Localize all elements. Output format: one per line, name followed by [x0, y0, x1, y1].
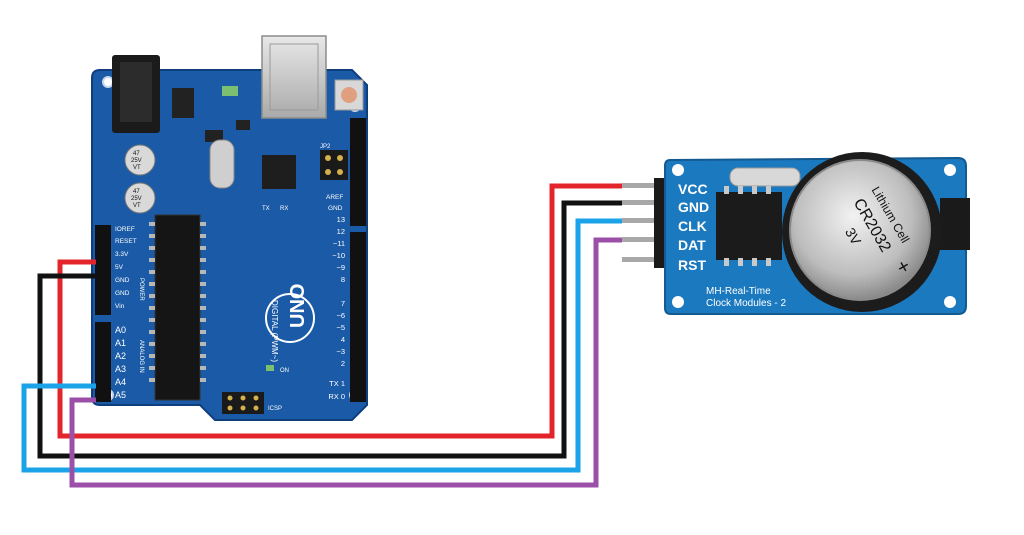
arduino-uno-board: 47 25V VT 47 25V VT JP2: [91, 35, 368, 421]
label-a0: A0: [115, 325, 126, 335]
label-5v: 5V: [115, 264, 124, 271]
rtc-mounting-hole: [944, 164, 956, 176]
rtc-module: VCC GND CLK DAT RST MH-Real-Time Clock M…: [622, 152, 970, 315]
usb-interface-chip: [262, 155, 296, 189]
svg-text:25V: 25V: [131, 196, 142, 202]
tx-led-label: TX: [262, 206, 270, 212]
svg-text:47: 47: [133, 189, 140, 195]
svg-text:UNO: UNO: [287, 284, 309, 328]
reset-button-cap: [341, 87, 357, 103]
label-aref: AREF: [326, 194, 343, 201]
digital-pin-label: 13: [337, 215, 345, 224]
uno-logo: UNO: [265, 284, 315, 343]
svg-text:VT: VT: [133, 203, 141, 209]
dc-power-jack-inner: [120, 62, 152, 122]
rtc-pin-header: [622, 178, 668, 268]
digital-pin-label: 8: [341, 275, 345, 284]
digital-pin-label: 7: [341, 299, 345, 308]
rx-led-label: RX: [280, 206, 288, 212]
digital-pin-label: ~5: [336, 323, 345, 332]
digital-pin-label: ~9: [336, 263, 345, 272]
voltage-regulator: [172, 88, 194, 118]
label-3v3: 3.3V: [115, 251, 129, 258]
digital-pin-label: ~10: [332, 251, 345, 260]
atmega-microcontroller: [154, 214, 201, 401]
digital-pin-label: 2: [341, 359, 345, 368]
label-vin: Vin: [115, 303, 125, 310]
mounting-hole: [102, 76, 114, 88]
label-gnd-2: GND: [115, 290, 130, 297]
svg-text:25V: 25V: [131, 158, 142, 164]
wire-vcc: [57, 183, 622, 439]
label-a4: A4: [115, 377, 126, 387]
smd-chip: [236, 120, 250, 130]
label-a3: A3: [115, 364, 126, 374]
digital-pin-label: ~6: [336, 311, 345, 320]
atmega-pins: [149, 222, 206, 382]
digital-pin-labels: 13 12 ~11 ~10 ~9 8 7 ~6 ~5 4 ~3 2 TX 1 RX 0: [328, 215, 345, 401]
usb-connector-shell: [269, 43, 319, 111]
rtc-mounting-hole: [944, 296, 956, 308]
on-led-label: ON: [280, 368, 289, 374]
svg-text:47: 47: [133, 151, 140, 157]
digital-pin-label: TX 1: [329, 379, 345, 388]
svg-text:VT: VT: [133, 165, 141, 171]
icsp-header: [222, 392, 264, 414]
rtc-pin-label-vcc: VCC: [678, 181, 708, 197]
rtc-pin-label-dat: DAT: [678, 237, 706, 253]
label-ioref: IOREF: [115, 226, 135, 233]
crystal-oscillator: [209, 139, 235, 189]
label-a5: A5: [115, 390, 126, 400]
digital-pin-label: RX 0: [328, 392, 345, 401]
wires: [21, 183, 622, 488]
label-reset: RESET: [115, 238, 137, 245]
icsp-label: ICSP: [268, 406, 282, 412]
analog-header: [95, 322, 111, 402]
battery-holder-clip: [940, 198, 970, 250]
capacitor-1: 47 25V VT: [124, 144, 156, 176]
cr2032-battery: [789, 159, 931, 301]
rtc-title-line2: Clock Modules - 2: [706, 298, 786, 309]
power-group-label: POWER: [138, 278, 144, 301]
rtc-title-line1: MH-Real-Time: [706, 286, 771, 297]
ds1302-chip: [716, 192, 782, 260]
digital-pin-label: 4: [341, 335, 345, 344]
rtc-crystal: [729, 167, 801, 187]
jumper-label: JP2: [320, 144, 331, 150]
digital-pin-label: ~3: [336, 347, 345, 356]
rtc-mounting-hole: [672, 164, 684, 176]
digital-group-label: DIGITAL (PWM~): [270, 300, 279, 362]
analog-group-label: ANALOG IN: [138, 340, 144, 373]
rtc-pin-label-rst: RST: [678, 257, 706, 273]
wire-gnd: [37, 200, 622, 459]
power-led: [266, 365, 274, 371]
wire-dat: [69, 237, 622, 488]
digital-pin-label: 12: [337, 227, 345, 236]
digital-header-lower: [350, 232, 366, 402]
rtc-pin-label-gnd: GND: [678, 199, 709, 215]
label-gnd-1: GND: [115, 277, 130, 284]
capacitor-2: 47 25V VT: [124, 182, 156, 214]
label-a2: A2: [115, 351, 126, 361]
usb-connector: [261, 35, 327, 119]
fuse: [222, 86, 238, 96]
power-header: [95, 225, 111, 315]
smd-chip: [205, 130, 223, 142]
rtc-mounting-hole: [672, 296, 684, 308]
label-gnd-top: GND: [328, 205, 343, 212]
svg-text:3V: 3V: [842, 225, 865, 248]
jumper-header: [320, 150, 348, 180]
wire-clk: [21, 218, 622, 473]
digital-header-upper: [350, 118, 366, 226]
label-a1: A1: [115, 338, 126, 348]
digital-pin-label: ~11: [333, 239, 345, 248]
rtc-pin-label-clk: CLK: [678, 218, 707, 234]
